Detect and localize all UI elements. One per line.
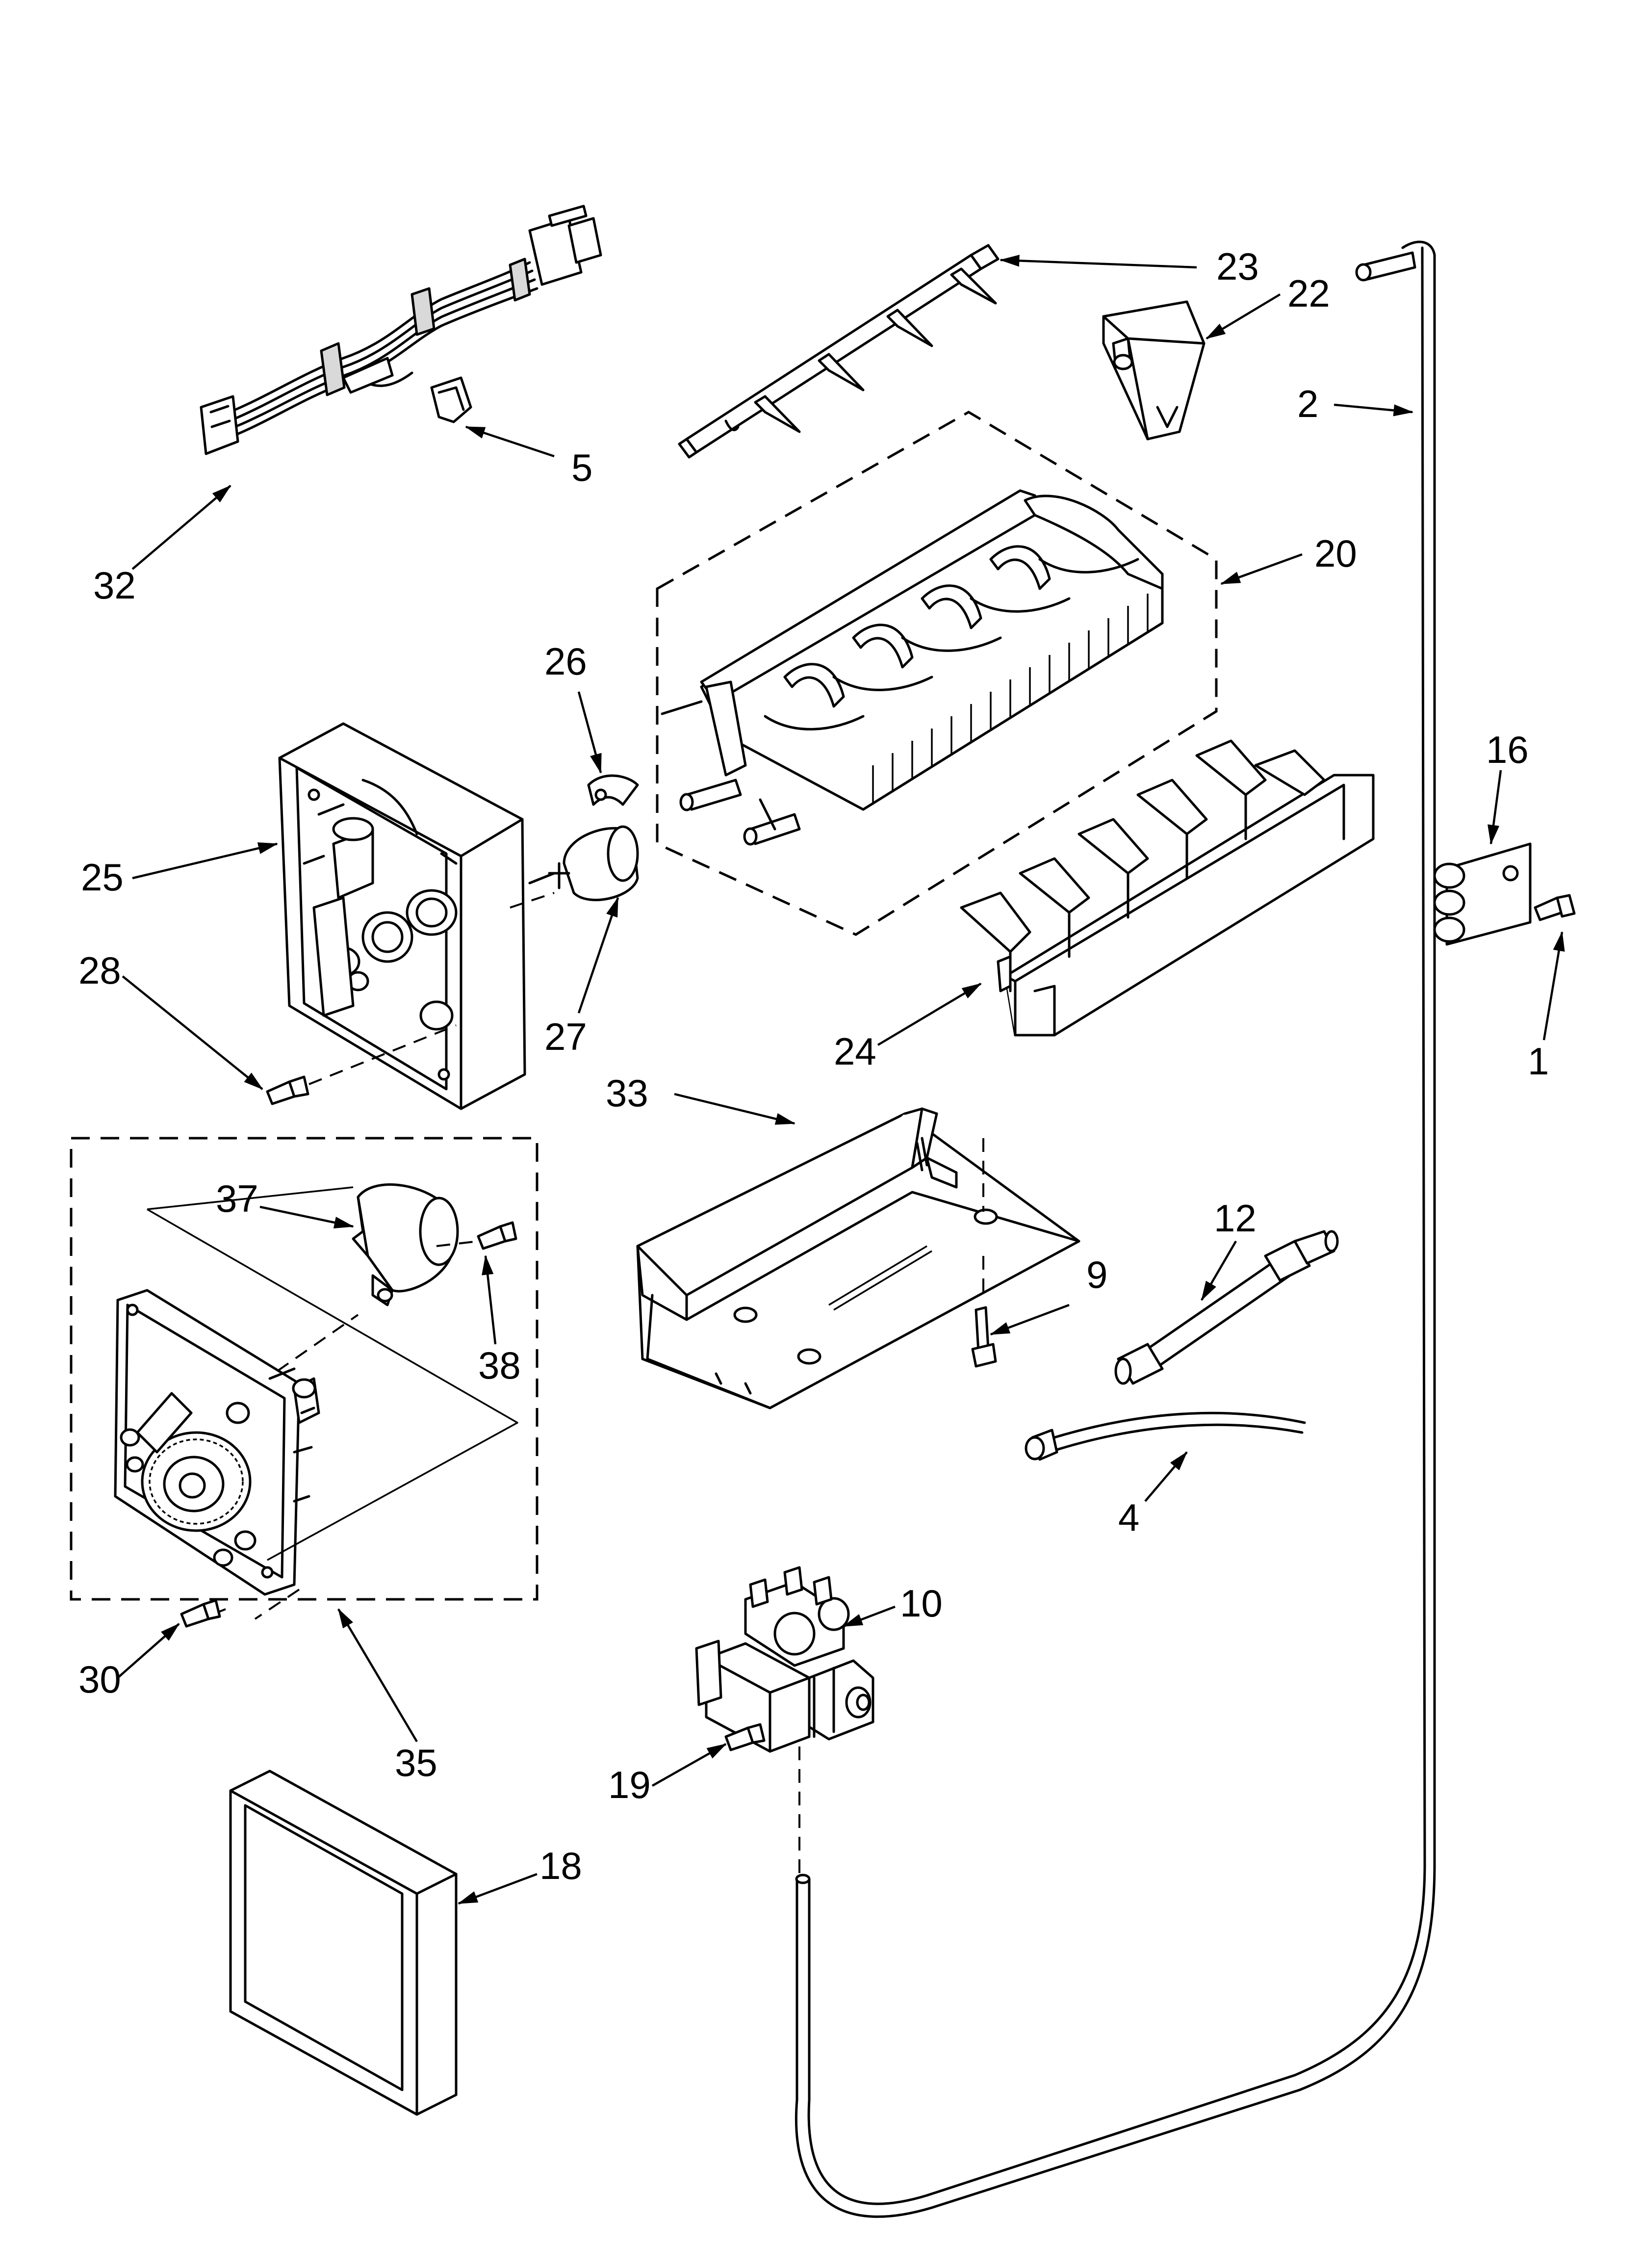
control-assembly-boundary [70, 1137, 539, 1601]
leader-line-22 [1206, 293, 1281, 339]
ejector-shaft-part[interactable] [678, 244, 1000, 459]
leader-line-12 [1201, 1240, 1237, 1301]
front-cover-part[interactable] [229, 1770, 458, 2116]
screw-part-30[interactable] [180, 1599, 221, 1628]
water-valve-part[interactable] [695, 1566, 874, 1753]
leader-line-23 [999, 255, 1197, 269]
thermostat-part[interactable] [528, 825, 639, 901]
callout-label-30[interactable]: 30 [78, 1658, 121, 1701]
fill-tube-part[interactable] [795, 240, 1436, 2218]
leader-line-26 [577, 691, 602, 774]
leader-line-32 [131, 485, 231, 570]
leader-line-38 [482, 1254, 497, 1345]
ice-stripper-part[interactable] [960, 739, 1375, 1037]
leader-line-2 [1334, 403, 1414, 417]
callout-label-16[interactable]: 16 [1486, 728, 1529, 771]
wire-clip-part[interactable] [430, 376, 472, 423]
leader-line-25 [132, 842, 278, 880]
wire-harness-part[interactable] [200, 205, 602, 455]
tube-fitting-part[interactable] [1114, 1230, 1339, 1385]
callout-label-1[interactable]: 1 [1528, 1040, 1549, 1083]
leader-line-35 [337, 1608, 418, 1743]
callout-label-32[interactable]: 32 [93, 564, 136, 607]
leader-line-30 [117, 1623, 180, 1679]
callout-label-9[interactable]: 9 [1086, 1253, 1107, 1296]
callout-label-20[interactable]: 20 [1314, 532, 1357, 575]
callout-label-27[interactable]: 27 [544, 1015, 587, 1058]
screw-part-28[interactable] [266, 1075, 309, 1105]
leader-line-28 [122, 975, 263, 1090]
leader-line-16 [1488, 770, 1502, 845]
screw-part-9[interactable] [971, 1306, 997, 1368]
assembly-guide-line [308, 1024, 457, 1085]
callout-label-4[interactable]: 4 [1118, 1496, 1139, 1539]
assembly-guide-line [147, 1186, 518, 1561]
callout-label-38[interactable]: 38 [478, 1344, 521, 1387]
callout-label-12[interactable]: 12 [1214, 1197, 1257, 1240]
clip-part-26[interactable] [587, 774, 639, 806]
callout-label-23[interactable]: 23 [1216, 245, 1259, 288]
water-tube-part[interactable] [1025, 1411, 1306, 1461]
module-housing-part[interactable] [114, 1289, 320, 1596]
leader-line-10 [843, 1605, 896, 1628]
callout-label-24[interactable]: 24 [834, 1030, 876, 1073]
leader-line-19 [651, 1743, 727, 1787]
callout-label-28[interactable]: 28 [78, 949, 121, 992]
leader-line-5 [465, 425, 555, 458]
screw-part-1[interactable] [1534, 894, 1576, 921]
leader-line-37 [259, 1205, 354, 1228]
callout-label-2[interactable]: 2 [1297, 382, 1318, 425]
screw-part-19[interactable] [724, 1723, 766, 1751]
leader-line-9 [990, 1303, 1070, 1336]
screw-part-38[interactable] [477, 1221, 517, 1250]
callout-label-37[interactable]: 37 [216, 1177, 258, 1220]
leader-line-33 [674, 1093, 795, 1125]
callout-label-25[interactable]: 25 [81, 856, 124, 899]
callout-label-35[interactable]: 35 [395, 1741, 437, 1784]
leader-line-27 [577, 897, 619, 1014]
drive-motor-part[interactable] [352, 1183, 459, 1306]
cover-plate-part[interactable] [636, 1107, 1080, 1409]
leader-line-4 [1144, 1451, 1188, 1502]
callout-label-33[interactable]: 33 [606, 1071, 648, 1115]
ice-maker-assembly-boundary [656, 411, 1218, 936]
ice-maker-housing-part[interactable] [278, 722, 526, 1110]
callout-label-10[interactable]: 10 [900, 1582, 943, 1625]
callout-label-26[interactable]: 26 [544, 640, 587, 683]
callout-label-22[interactable]: 22 [1287, 272, 1330, 315]
ice-mold-part[interactable] [661, 489, 1164, 846]
assembly-guide-line [276, 1240, 479, 1372]
leader-line-24 [877, 983, 982, 1046]
callout-label-5[interactable]: 5 [571, 446, 592, 489]
callout-label-19[interactable]: 19 [608, 1763, 651, 1806]
assembly-guide-line [510, 892, 555, 909]
fill-cup-part[interactable] [1102, 300, 1206, 441]
leader-line-18 [458, 1873, 538, 1905]
callout-leaders [117, 255, 1565, 1905]
tube-clamp-part[interactable] [1433, 842, 1532, 946]
leader-line-20 [1220, 553, 1303, 585]
leader-line-1 [1542, 931, 1565, 1041]
callout-label-18[interactable]: 18 [539, 1844, 582, 1887]
